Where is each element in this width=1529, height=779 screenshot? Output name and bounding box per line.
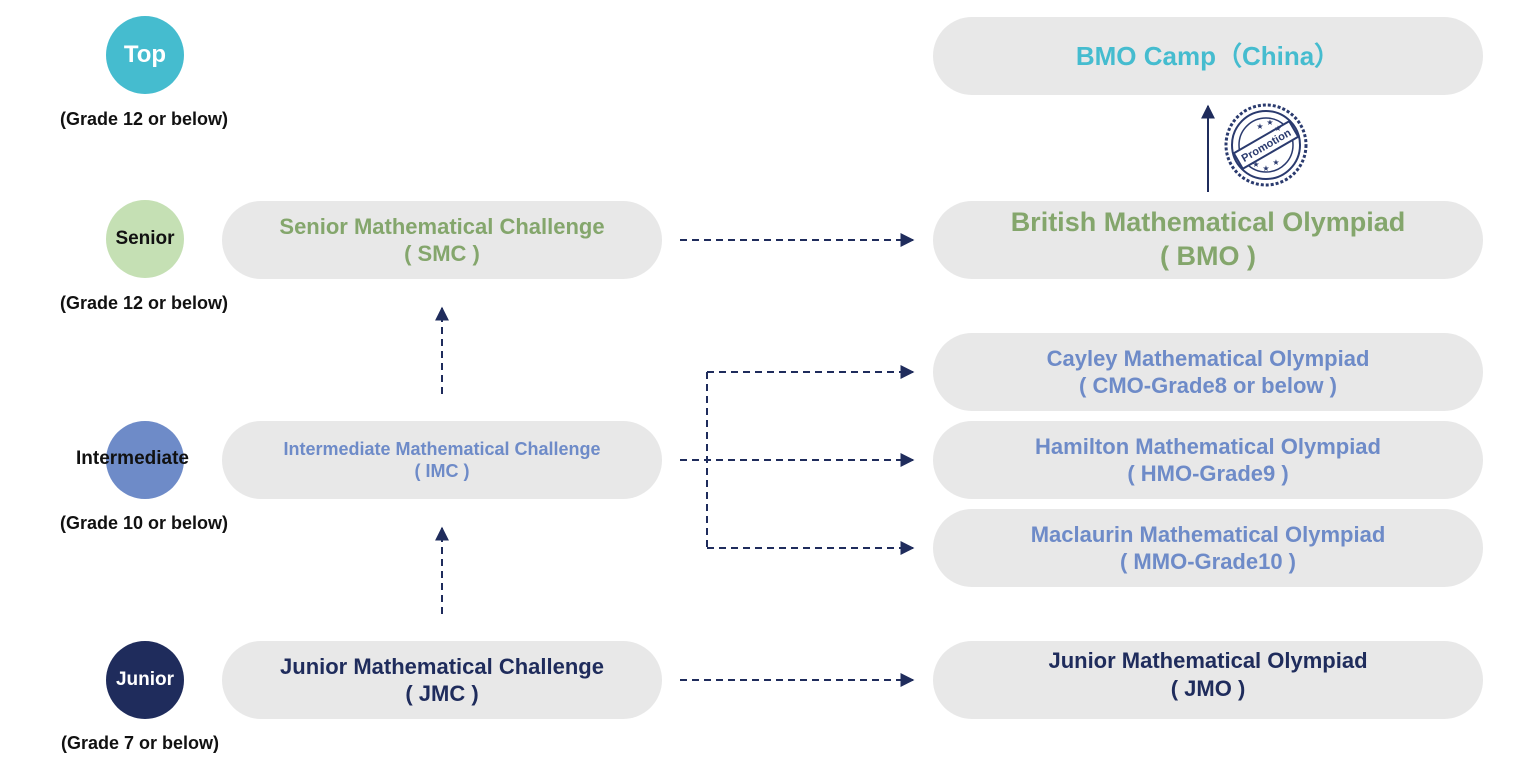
grade-junior: (Grade 7 or below) [60,733,220,753]
svg-text:★: ★ [1272,158,1279,167]
cmo-name: Cayley Mathematical Olympiad [1046,345,1370,371]
imc-pill: Intermediate Mathematical Challenge ( IM… [222,421,662,499]
level-circle-top: Top [106,16,184,94]
promotion-stamp-icon: Promotion ★ ★ ★ ★ ★ ★ [1224,103,1308,187]
bmo-abbr: ( BMO ) [1160,241,1256,271]
svg-text:★: ★ [1262,164,1269,173]
mmo-name: Maclaurin Mathematical Olympiad [1030,521,1386,547]
imc-abbr: ( IMC ) [414,461,470,481]
svg-text:★: ★ [1266,118,1273,127]
mmo-abbr: ( MMO-Grade10 ) [1119,549,1297,574]
bmo-name: British Mathematical Olympiad [1010,207,1406,238]
level-label-top: Top [123,41,167,68]
svg-text:★: ★ [1274,124,1281,133]
smc-name: Senior Mathematical Challenge [279,213,605,239]
grade-intermediate: (Grade 10 or below) [59,513,229,533]
bmo-pill: British Mathematical Olympiad ( BMO ) [933,201,1483,279]
jmo-name: Junior Mathematical Olympiad [1048,648,1368,673]
level-label-junior: Junior [115,669,175,690]
cmo-abbr: ( CMO-Grade8 or below ) [1079,373,1337,398]
jmc-name: Junior Mathematical Challenge [280,653,604,679]
svg-text:★: ★ [1252,160,1259,169]
mmo-pill: Maclaurin Mathematical Olympiad ( MMO-Gr… [933,509,1483,587]
imc-name: Intermediate Mathematical Challenge [283,438,601,459]
jmc-abbr: ( JMC ) [405,681,479,706]
level-label-intermediate: Intermediate [76,448,189,469]
bmo-camp-pill: BMO Camp（China） [933,17,1483,95]
jmo-abbr: ( JMO ) [1170,675,1246,701]
jmo-pill: Junior Mathematical Olympiad ( JMO ) [933,641,1483,719]
smc-pill: Senior Mathematical Challenge ( SMC ) [222,201,662,279]
level-circle-senior: Senior [106,200,184,278]
grade-senior: (Grade 12 or below) [59,293,229,313]
smc-abbr: ( SMC ) [404,241,480,266]
level-label-senior: Senior [115,228,175,249]
hmo-pill: Hamilton Mathematical Olympiad ( HMO-Gra… [933,421,1483,499]
svg-text:★: ★ [1256,122,1263,131]
cmo-pill: Cayley Mathematical Olympiad ( CMO-Grade… [933,333,1483,411]
hmo-abbr: ( HMO-Grade9 ) [1127,461,1289,486]
jmc-pill: Junior Mathematical Challenge ( JMC ) [222,641,662,719]
level-circle-junior: Junior [106,641,184,719]
bmo-camp-name: BMO Camp（China） [1075,40,1341,71]
hmo-name: Hamilton Mathematical Olympiad [1035,433,1381,459]
grade-top: (Grade 12 or below) [59,109,229,129]
level-circle-intermediate [106,421,184,499]
